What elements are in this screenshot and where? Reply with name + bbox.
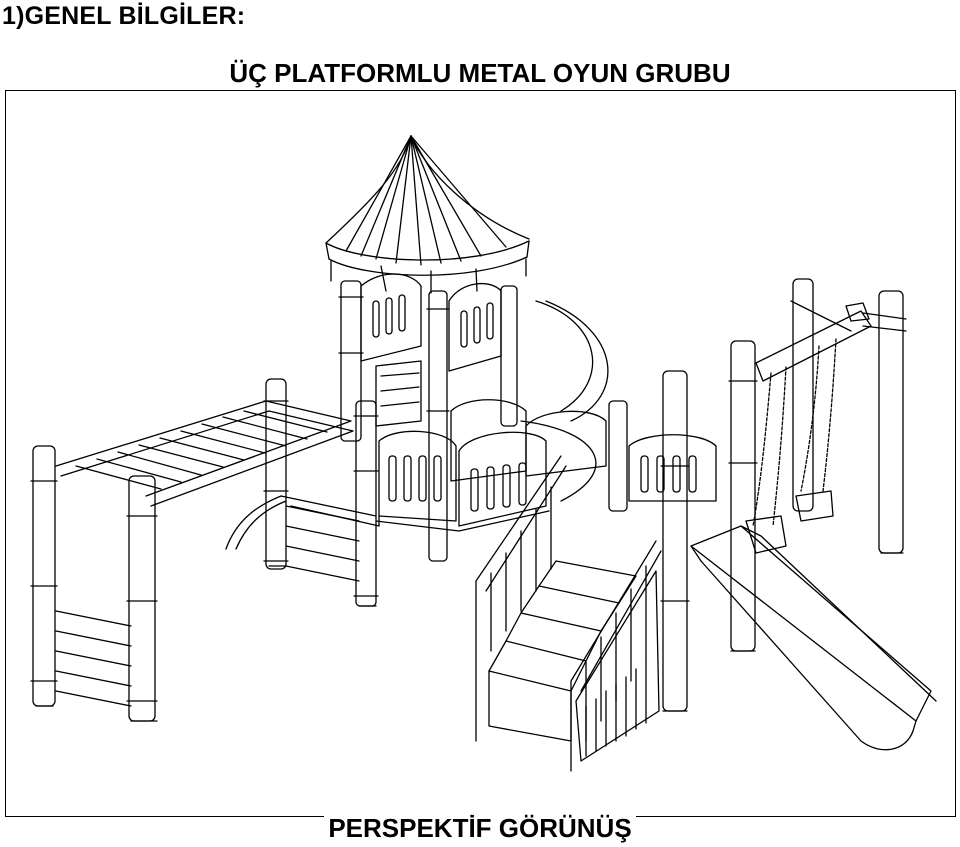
tower-upper-panels: [361, 274, 501, 426]
straight-slide: [691, 526, 936, 750]
playground-line-drawing: [6, 91, 957, 818]
tower-posts: [339, 281, 517, 606]
drawing-title: ÜÇ PLATFORMLU METAL OYUN GRUBU: [229, 58, 731, 88]
section-heading: 1)GENEL BİLGİLER:: [2, 2, 246, 30]
deck-panels: [281, 400, 716, 531]
ladders: [56, 506, 359, 706]
post-feet: [36, 553, 903, 721]
drawing-caption: PERSPEKTİF GÖRÜNÜŞ: [0, 813, 960, 844]
monkey-bars: [31, 379, 353, 721]
stairs: [476, 456, 661, 771]
spiral-slide: [226, 301, 608, 549]
tower-roof: [326, 136, 529, 293]
drawing-frame: [5, 90, 956, 817]
swing-set: [746, 279, 906, 553]
